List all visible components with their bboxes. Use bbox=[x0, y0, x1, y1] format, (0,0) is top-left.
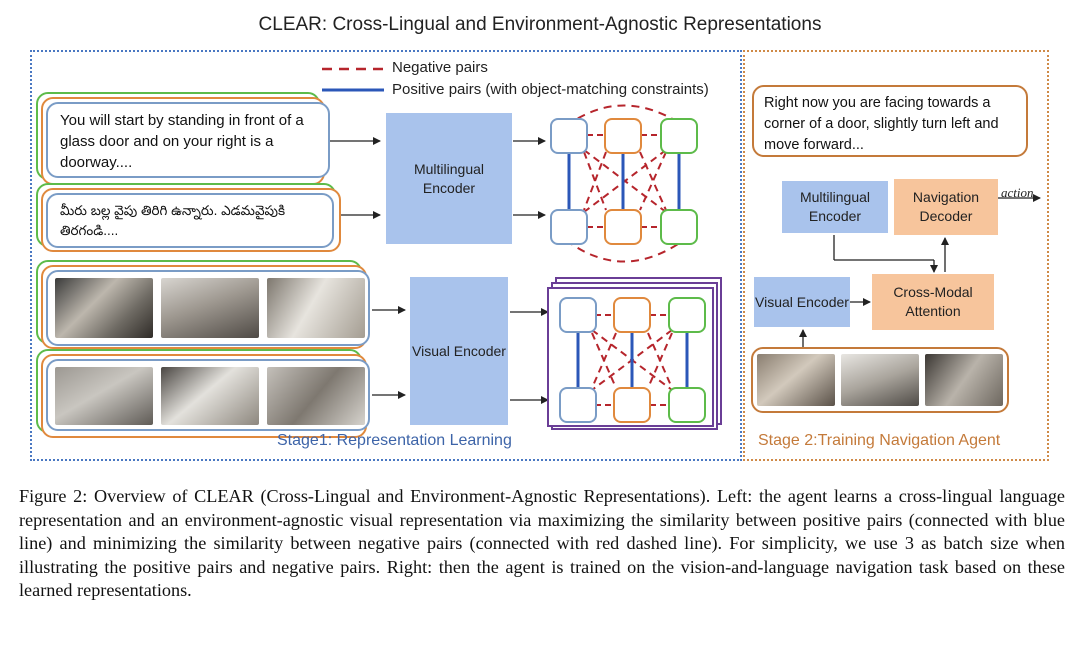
obs-photo-3 bbox=[925, 354, 1003, 406]
action-label: action bbox=[1001, 185, 1034, 200]
node-top-1 bbox=[550, 118, 588, 154]
node-top-3 bbox=[660, 118, 698, 154]
room-photo-6 bbox=[267, 367, 365, 425]
text-card-telugu: మీరు బల్ల వైపు తిరిగి ఉన్నారు. ఎడమవైపుకి… bbox=[46, 193, 334, 248]
obs-photo-2 bbox=[841, 354, 919, 406]
multilingual-encoder-stage1: Multilingual Encoder bbox=[386, 113, 512, 244]
room-photo-4 bbox=[55, 367, 153, 425]
visual-encoder-stage1: Visual Encoder bbox=[410, 277, 508, 425]
observation-card bbox=[751, 347, 1009, 413]
stage1-panel bbox=[30, 50, 742, 461]
room-photo-3 bbox=[267, 278, 365, 338]
node-bot-1 bbox=[550, 209, 588, 245]
multilingual-encoder-stage2: Multilingual Encoder bbox=[782, 181, 888, 233]
room-photo-1 bbox=[55, 278, 153, 338]
room-photo-2 bbox=[161, 278, 259, 338]
node-top-2 bbox=[604, 118, 642, 154]
navigation-decoder: Navigation Decoder bbox=[894, 179, 998, 235]
neg-arc-bottom bbox=[565, 239, 685, 263]
image-card-bottom bbox=[46, 359, 370, 431]
stage2-label: Stage 2:Training Navigation Agent bbox=[758, 432, 1001, 449]
room-photo-5 bbox=[161, 367, 259, 425]
figure-title: CLEAR: Cross-Lingual and Environment-Agn… bbox=[258, 14, 822, 35]
stage1-label: Stage1: Representation Learning bbox=[277, 432, 512, 449]
cross-modal-attention: Cross-Modal Attention bbox=[872, 274, 994, 330]
figure-caption: Figure 2: Overview of CLEAR (Cross-Lingu… bbox=[19, 486, 1065, 601]
legend-positive-label: Positive pairs (with object-matching con… bbox=[392, 81, 709, 98]
visual-encoder-stage2: Visual Encoder bbox=[754, 277, 850, 327]
text-card-english: You will start by standing in front of a… bbox=[46, 102, 330, 178]
legend-negative-label: Negative pairs bbox=[392, 59, 488, 76]
node-bot-2 bbox=[604, 209, 642, 245]
obs-photo-1 bbox=[757, 354, 835, 406]
node-bot-3 bbox=[660, 209, 698, 245]
image-card-top bbox=[46, 270, 370, 346]
instruction-card: Right now you are facing towards a corne… bbox=[752, 85, 1028, 157]
stage2-panel bbox=[743, 50, 1049, 461]
